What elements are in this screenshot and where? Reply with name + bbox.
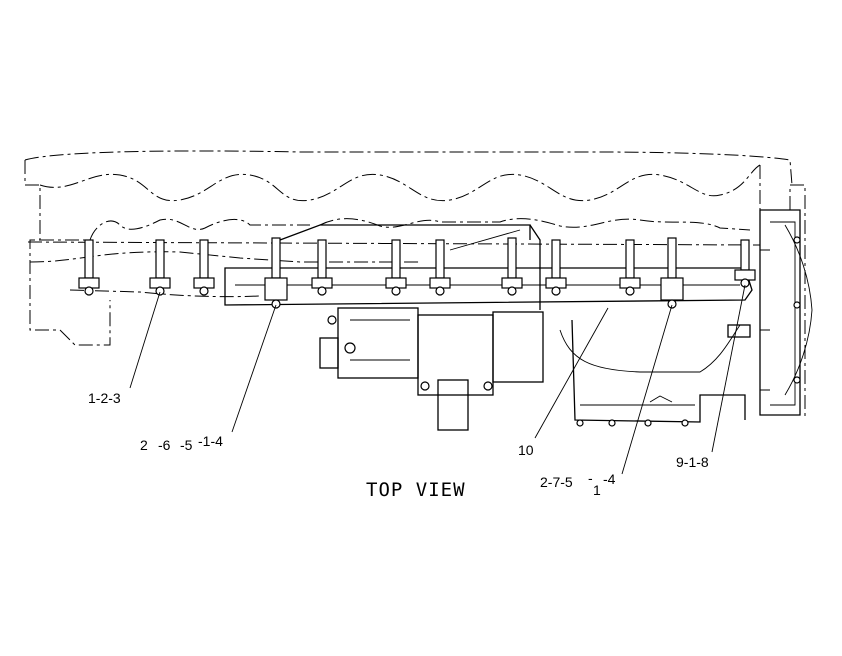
- bolt: [78, 239, 100, 296]
- leader-line: [129, 291, 161, 389]
- lower-housing: [559, 319, 751, 427]
- leader-line: [231, 304, 277, 433]
- end-housing: [759, 209, 813, 416]
- callout-2-7-5-1-4-part-a: 2-7-5: [540, 474, 573, 490]
- callouts: 1-2-3 2 -6 -5 -1-4 10 2-7-5 - 1 -4 9-1-8: [88, 390, 709, 498]
- leader-line: [621, 304, 673, 475]
- bolt: [545, 239, 567, 296]
- bolt: [385, 239, 407, 296]
- bolt: [429, 239, 451, 296]
- leader-line: [534, 307, 609, 439]
- callout-2-7-5-1-4-part-c: 1: [593, 482, 601, 498]
- leader-line: [711, 284, 746, 453]
- callout-2-7-5-1-4-part-d: -4: [603, 471, 616, 487]
- bolt: [660, 237, 684, 309]
- bolt: [619, 239, 641, 296]
- callout-2-7-5-1-4-part-b: -: [588, 470, 593, 486]
- callout-1-2-3: 1-2-3: [88, 390, 121, 406]
- view-title: TOP VIEW: [366, 479, 466, 501]
- callout-2-6-5-1-4-part-a: 2: [140, 437, 148, 453]
- callout-2-6-5-1-4-part-d: -1-4: [198, 433, 223, 449]
- callout-2-6-5-1-4-part-b: -6: [158, 437, 171, 453]
- leader-lines: [129, 284, 746, 475]
- engine-block-outline: [24, 150, 806, 420]
- bolt: [311, 239, 333, 296]
- bolt: [264, 237, 288, 309]
- bolt: [501, 237, 523, 296]
- callout-10: 10: [518, 442, 534, 458]
- starter-assembly: [319, 307, 544, 431]
- callout-9-1-8: 9-1-8: [676, 454, 709, 470]
- bolt-row: [78, 237, 756, 309]
- callout-2-6-5-1-4-part-c: -5: [180, 437, 193, 453]
- bolt: [734, 239, 756, 288]
- bolt: [149, 239, 171, 296]
- bolt: [193, 239, 215, 296]
